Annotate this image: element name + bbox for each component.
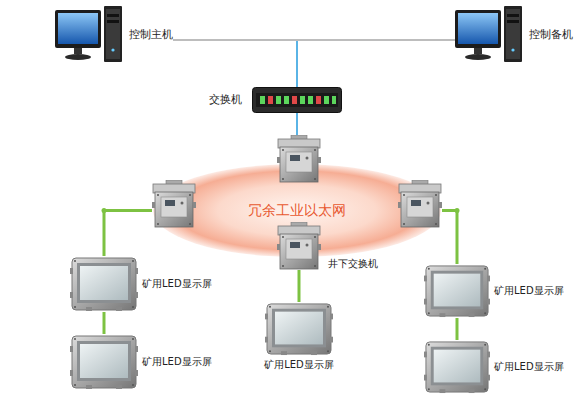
led-symbol [424, 342, 490, 393]
led-icon [265, 302, 333, 356]
led-symbol [70, 336, 138, 389]
led-icon [424, 264, 490, 318]
connector [298, 270, 301, 302]
led-icon [70, 334, 138, 390]
node-label: 交换机 [209, 93, 242, 106]
led-symbol [265, 304, 333, 355]
led-display: 矿用LED显示屏 [264, 302, 334, 371]
led-icon [424, 340, 490, 394]
uplink-wire [296, 41, 298, 87]
connector [173, 40, 297, 87]
connector [456, 318, 459, 340]
pc-symbol [55, 6, 122, 62]
led-symbol [424, 266, 490, 317]
backup-computer: 控制备机 [455, 6, 573, 64]
led-display: 矿用LED显示屏 [70, 256, 212, 312]
connector [103, 312, 106, 334]
network-switch: 交换机 [209, 87, 342, 113]
host-computer: 控制主机 [55, 6, 173, 64]
rack-icon [252, 87, 342, 113]
led-display: 矿用LED显示屏 [424, 340, 564, 394]
mine-symbol [277, 222, 321, 269]
led-display: 矿用LED显示屏 [424, 264, 564, 318]
rack-symbol [253, 88, 342, 113]
led-icon [70, 256, 138, 312]
mine-switch: 井下交换机 [277, 222, 378, 270]
node-label: 矿用LED显示屏 [494, 361, 564, 373]
mine-icon [277, 222, 321, 270]
led-symbol [70, 258, 138, 311]
node-label: 井下交换机 [328, 258, 378, 270]
junction-dot [455, 208, 460, 213]
led-display: 矿用LED显示屏 [70, 334, 212, 390]
pc-symbol [455, 6, 522, 62]
node-label: 矿用LED显示屏 [142, 278, 212, 290]
network-label: 冗余工业以太网 [248, 202, 346, 219]
connector [104, 211, 152, 257]
connector [296, 113, 298, 163]
pc-icon [55, 6, 123, 64]
node-label: 控制主机 [129, 28, 173, 41]
node-label: 矿用LED显示屏 [142, 356, 212, 368]
connector [442, 211, 457, 265]
junction-dot [102, 208, 107, 213]
connector [297, 40, 455, 87]
pc-icon [455, 6, 523, 64]
node-label: 控制备机 [529, 28, 573, 41]
node-label: 矿用LED显示屏 [264, 359, 334, 371]
node-label: 矿用LED显示屏 [494, 285, 564, 297]
